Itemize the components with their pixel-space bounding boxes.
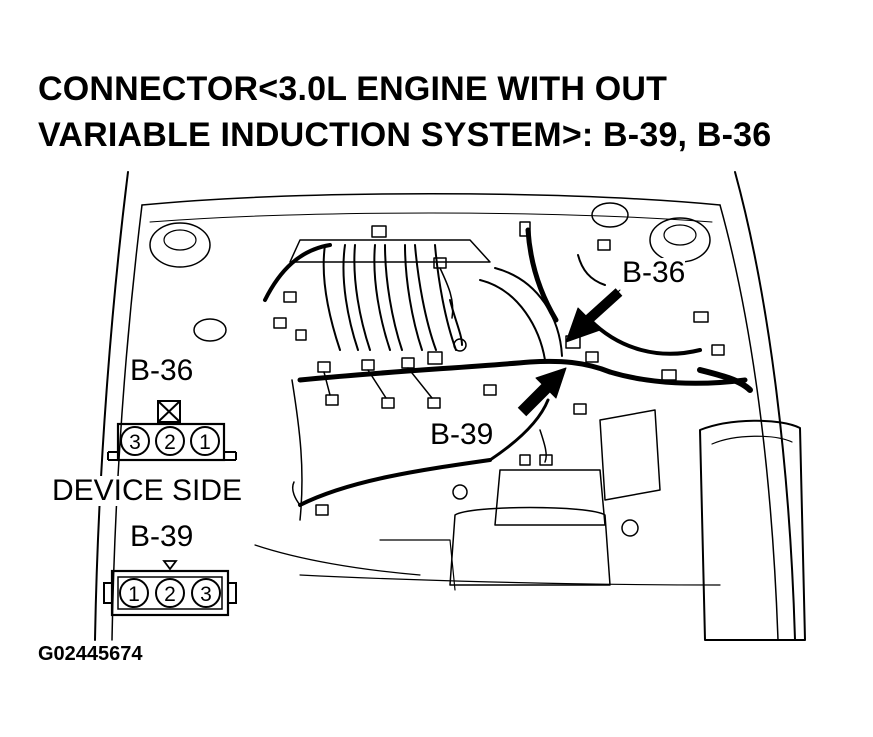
b39-pin-1 [119,578,149,608]
air-duct [479,279,546,361]
harness-right-upper [588,318,702,356]
body-outline-left [94,171,129,641]
callout-label-b36: B-36 [622,256,686,289]
b36-pin-label: 3 [129,431,141,454]
hose-right [697,367,753,393]
connector-b36-label: B-36 [130,354,194,387]
connector-b36-symbol [107,400,237,462]
battery-tray [449,506,611,586]
strut-tower-left [149,222,211,268]
intake-runner-3 [384,244,403,351]
b36-pin-label: 2 [164,431,176,454]
right-fender-box [699,419,806,641]
harness-upper [263,243,332,302]
intake-runner-4 [414,244,437,351]
b36-pin-3 [120,426,150,456]
arrow-b39 [517,381,553,417]
body-outline-right-inner [719,204,779,641]
body-outline-left-inner [111,204,143,641]
device-side-label: DEVICE SIDE [52,474,243,507]
b39-pin-3 [191,578,221,608]
b36-pin-label: 1 [199,431,211,454]
body-outline-right [734,171,796,641]
engine-block-outline [291,379,303,521]
reservoir-cap-2 [193,318,227,342]
title-line-1: CONNECTOR<3.0L ENGINE WITH OUT [38,70,668,108]
intake-runner-1 [322,244,341,351]
title-line-2: VARIABLE INDUCTION SYSTEM>: B-39, B-36 [38,116,772,154]
b39-pin-2 [155,578,185,608]
reservoir-cap [591,202,629,228]
cowl-line-2 [149,212,713,223]
figure-id: G02445674 [38,643,143,665]
intake-runner-2 [353,244,371,351]
connector-b39-symbol [103,560,237,617]
intake-plenum [289,239,491,263]
b39-pin-label: 1 [128,583,140,606]
b39-key-mark [162,560,178,571]
harness-lower [298,458,492,507]
harness-vertical [525,227,559,323]
b36-pin-2 [155,426,185,456]
connector-b39-label: B-39 [130,520,194,553]
harness-connector [317,361,331,373]
b39-pin-label: 3 [200,583,212,606]
main-harness [297,358,613,383]
b36-pin-1 [190,426,220,456]
b39-pin-label: 2 [164,583,176,606]
cowl-line [141,193,721,206]
callout-label-b39: B-39 [430,418,494,451]
